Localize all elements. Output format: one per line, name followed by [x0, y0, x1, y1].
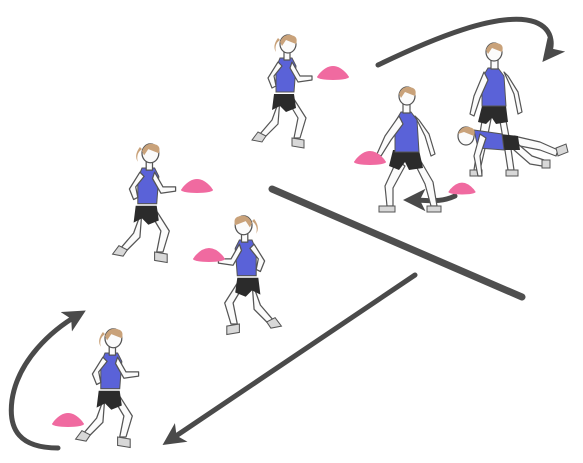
cone-carried-1: [317, 66, 349, 80]
athlete-squat-place-cone: [377, 87, 441, 212]
runner-3: [218, 216, 281, 335]
cone-carried-3: [193, 248, 225, 262]
arrow-left-loop: [11, 315, 78, 448]
athlete-start: [76, 329, 139, 448]
divider-line: [272, 189, 522, 297]
cone-start: [52, 413, 84, 427]
cone-carried-2: [181, 179, 213, 193]
arrow-top-curve: [378, 19, 551, 65]
arrow-diagonal-return: [170, 275, 415, 440]
runner-1: [252, 35, 312, 148]
cone-placed-2: [448, 183, 475, 195]
runner-2: [113, 144, 176, 263]
